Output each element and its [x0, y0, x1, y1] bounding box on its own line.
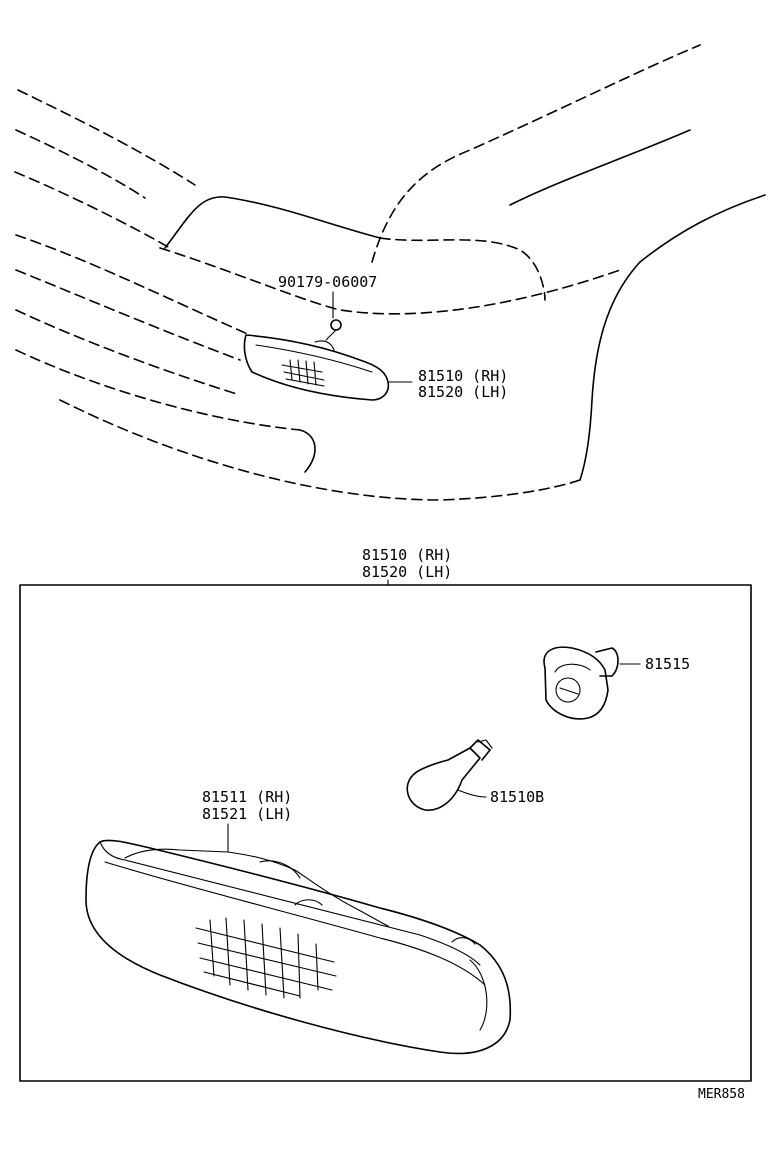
diagram-code: MER858 — [698, 1087, 745, 1102]
lens-part-number-rh: 81511 (RH) — [202, 788, 292, 806]
side-lamp-installed — [243, 334, 390, 401]
bulb-socket — [543, 646, 619, 720]
socket-part-number: 81515 — [645, 655, 690, 673]
clip-part — [325, 291, 342, 341]
clip-part-number: 90179-06007 — [278, 273, 377, 291]
assy-part-number-rh-top: 81510 (RH) — [418, 367, 508, 385]
vehicle-front-outline — [14, 44, 766, 501]
exploded-view-frame — [19, 584, 752, 1082]
lamp-lens — [85, 839, 512, 1055]
assy-part-number-lh-box: 81520 (LH) — [362, 563, 452, 581]
bulb-part-number: 81510B — [490, 788, 544, 806]
assy-part-number-rh-box: 81510 (RH) — [362, 546, 452, 564]
bulb — [406, 739, 493, 811]
assy-part-number-lh-top: 81520 (LH) — [418, 383, 508, 401]
lens-part-number-lh: 81521 (LH) — [202, 805, 292, 823]
